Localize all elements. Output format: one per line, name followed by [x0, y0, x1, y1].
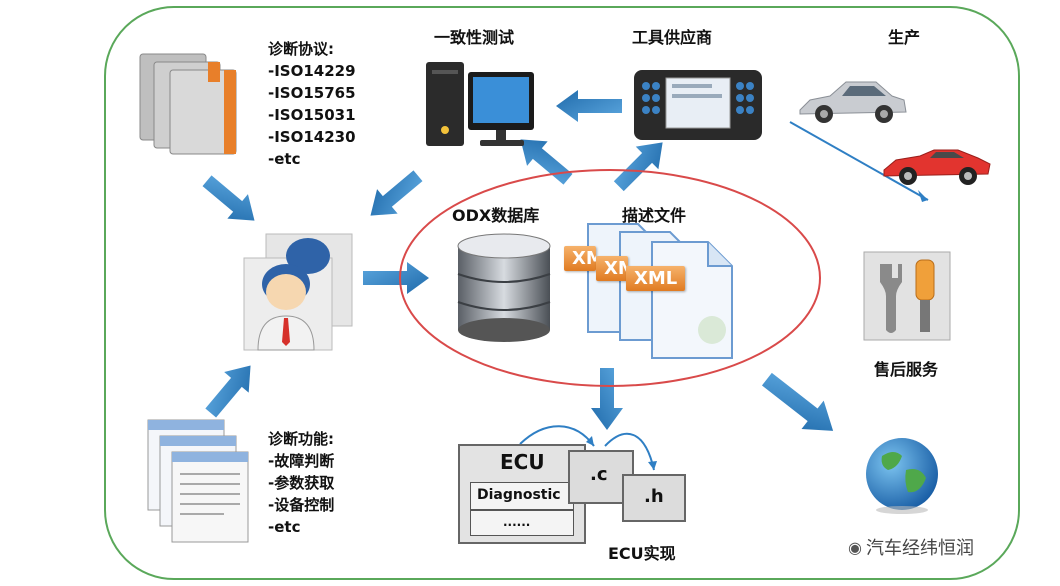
ecu-dots-box: ......: [470, 510, 574, 536]
watermark: ◉ 汽车经纬恒润: [848, 534, 974, 560]
production-line: [789, 121, 929, 201]
functions-title: 诊断功能:: [268, 430, 334, 448]
conformance-test-label: 一致性测试: [434, 28, 515, 47]
red-car-icon: [880, 130, 992, 190]
odx-ellipse: [399, 169, 821, 387]
outer-border: [104, 6, 1020, 580]
xml-files-icon: XML XML XML: [560, 222, 750, 362]
odx-database-label: ODX数据库: [452, 206, 540, 225]
function-item: -设备控制: [268, 496, 335, 514]
ecu-diagnostic-label: Diagnostic: [477, 487, 561, 503]
silver-car-icon: [796, 70, 908, 130]
description-files-label: 描述文件: [622, 206, 687, 225]
protocol-item: -etc: [268, 150, 301, 168]
diagnostic-tool-icon: [632, 66, 764, 144]
aftersales-label: 售后服务: [874, 360, 939, 379]
arrow-files-to-globe: [761, 372, 834, 431]
protocols-title: 诊断协议:: [268, 40, 334, 58]
arrow-functions-to-engineer: [205, 365, 251, 418]
xml-badge: XML: [596, 256, 628, 281]
xml-badge: XML: [626, 266, 686, 291]
protocol-docs-icon: [136, 46, 246, 156]
h-file-box: .h: [622, 474, 686, 522]
tool-supplier-label: 工具供应商: [632, 28, 713, 47]
database-icon: [454, 232, 554, 344]
protocol-item: -ISO15765: [268, 84, 356, 102]
protocol-item: -ISO14229: [268, 62, 356, 80]
engineer-icon: [240, 232, 356, 352]
ecu-curve-2: [604, 432, 655, 471]
xml-badge: XML: [564, 246, 596, 271]
wechat-icon: ◉: [848, 537, 862, 557]
h-file-label: .h: [644, 486, 664, 507]
ecu-curve-1: [519, 425, 595, 447]
protocols-block: 诊断协议: -ISO14229 -ISO15765 -ISO15031 -ISO…: [268, 38, 356, 170]
arrow-files-to-tool: [613, 142, 663, 192]
arrow-protocols-to-engineer: [202, 175, 255, 221]
c-file-label: .c: [590, 464, 608, 485]
arrow-engineer-to-database: [363, 262, 429, 294]
ecu-diagnostic-box: Diagnostic: [470, 482, 574, 510]
arrow-pc-to-engineer: [370, 170, 423, 216]
ecu-dots: ......: [503, 515, 531, 529]
ecu-caption: ECU实现: [608, 544, 676, 563]
function-item: -参数获取: [268, 474, 335, 492]
function-item: -故障判断: [268, 452, 335, 470]
watermark-text: 汽车经纬恒润: [865, 538, 974, 559]
protocol-item: -ISO15031: [268, 106, 356, 124]
functions-block: 诊断功能: -故障判断 -参数获取 -设备控制 -etc: [268, 428, 334, 538]
ecu-title: ECU: [500, 450, 545, 474]
arrow-files-to-ecu: [591, 368, 623, 430]
protocol-item: -ISO14230: [268, 128, 356, 146]
function-docs-icon: [144, 418, 264, 548]
arrow-tool-to-pc: [556, 90, 622, 122]
function-item: -etc: [268, 518, 301, 536]
ecu-box: ECU Diagnostic ......: [458, 444, 586, 544]
pc-icon: [418, 56, 538, 156]
globe-icon: [862, 434, 942, 514]
production-label: 生产: [888, 28, 921, 47]
aftersales-tools-icon: [862, 250, 952, 342]
